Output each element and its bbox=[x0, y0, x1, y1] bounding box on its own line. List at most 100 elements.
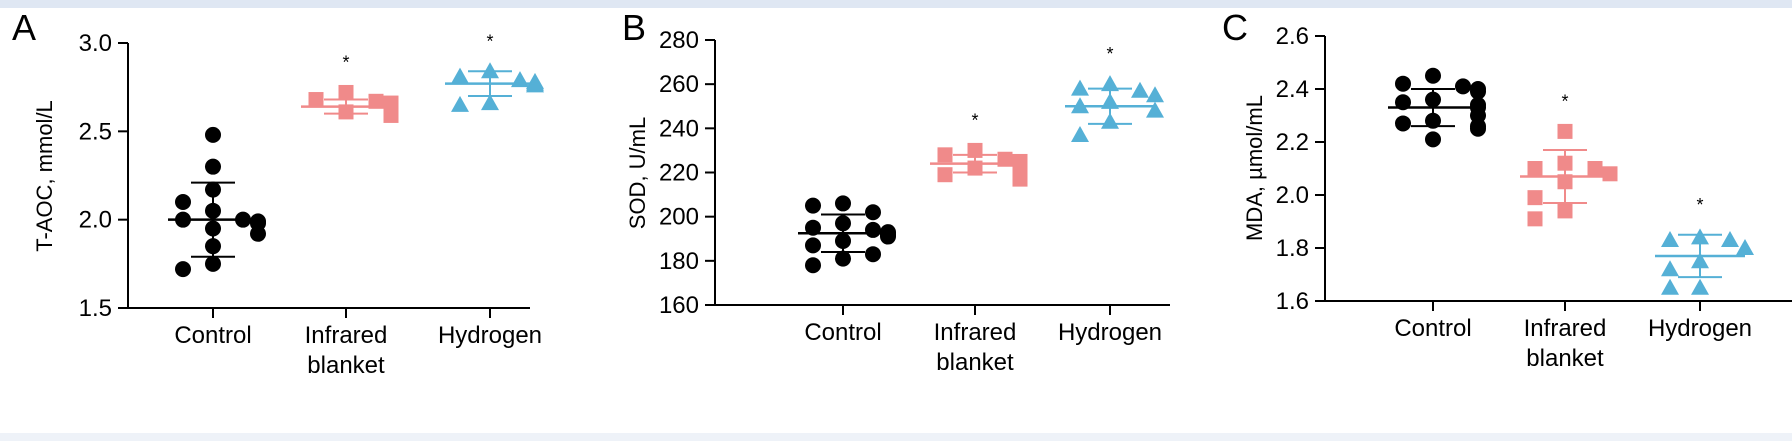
x-category-label: Control bbox=[804, 319, 881, 346]
data-point bbox=[1661, 231, 1679, 248]
data-point bbox=[1721, 231, 1739, 248]
y-tick-label: 2.0 bbox=[1276, 182, 1309, 209]
data-point bbox=[1736, 239, 1754, 255]
data-point bbox=[1527, 211, 1543, 227]
y-tick-label: 1.5 bbox=[79, 295, 112, 322]
y-tick-label: 3.0 bbox=[79, 30, 112, 57]
data-point bbox=[205, 126, 221, 143]
top-strip bbox=[0, 0, 1792, 8]
data-point bbox=[338, 84, 354, 100]
data-point bbox=[1470, 83, 1486, 100]
y-tick-label: 160 bbox=[659, 292, 699, 319]
panel-letter: B bbox=[622, 8, 646, 48]
series-control bbox=[1388, 67, 1486, 148]
significance-marker: * bbox=[1696, 195, 1703, 215]
series-infrared: * bbox=[930, 110, 1028, 187]
x-category-label: Control bbox=[174, 322, 251, 349]
data-point bbox=[1395, 115, 1411, 132]
data-point bbox=[1131, 81, 1149, 98]
y-tick-label: 2.0 bbox=[79, 207, 112, 234]
data-point bbox=[1557, 123, 1573, 139]
data-point bbox=[1587, 161, 1603, 176]
data-point bbox=[175, 261, 191, 278]
data-point bbox=[865, 221, 881, 238]
data-point bbox=[481, 94, 499, 111]
series-hydrogen: * bbox=[445, 31, 544, 112]
bottom-strip bbox=[0, 433, 1792, 441]
data-point bbox=[1146, 86, 1164, 103]
data-point bbox=[1557, 203, 1573, 219]
y-tick-label: 180 bbox=[659, 248, 699, 275]
data-point bbox=[1455, 78, 1471, 95]
x-category-label: blanket bbox=[1526, 345, 1604, 372]
y-axis-title: SOD, U/mL bbox=[625, 117, 650, 229]
data-point bbox=[1470, 120, 1486, 137]
data-point bbox=[1661, 278, 1679, 295]
x-category-label: Infrared bbox=[1524, 315, 1607, 342]
data-point bbox=[805, 257, 821, 274]
data-point bbox=[451, 67, 469, 84]
data-point bbox=[880, 228, 896, 245]
y-axis-title: MDA, µmol/mL bbox=[1242, 95, 1267, 241]
data-point bbox=[865, 204, 881, 221]
y-tick-label: 2.2 bbox=[1276, 129, 1309, 156]
data-point bbox=[205, 158, 221, 175]
significance-marker: * bbox=[1561, 91, 1568, 111]
significance-marker: * bbox=[486, 31, 493, 51]
x-category-label: Infrared bbox=[934, 319, 1017, 346]
y-tick-label: 2.6 bbox=[1276, 23, 1309, 50]
panel-letter: A bbox=[12, 8, 36, 48]
x-category-label: blanket bbox=[307, 352, 385, 379]
x-category-label: Hydrogen bbox=[1648, 315, 1752, 342]
data-point bbox=[1661, 260, 1679, 277]
panel-letter: C bbox=[1222, 8, 1248, 48]
data-point bbox=[175, 194, 191, 210]
y-tick-label: 2.5 bbox=[79, 118, 112, 145]
data-point bbox=[1101, 75, 1119, 92]
y-tick-label: 1.8 bbox=[1276, 235, 1309, 262]
series-control bbox=[168, 126, 266, 278]
y-tick-label: 280 bbox=[659, 27, 699, 54]
y-tick-label: 240 bbox=[659, 115, 699, 142]
x-category-label: Hydrogen bbox=[438, 322, 542, 349]
significance-marker: * bbox=[1106, 44, 1113, 64]
data-point bbox=[1071, 125, 1089, 142]
series-hydrogen: * bbox=[1065, 44, 1164, 142]
data-point bbox=[308, 92, 324, 108]
data-point bbox=[1527, 161, 1543, 176]
data-point bbox=[1071, 79, 1089, 96]
data-point bbox=[835, 250, 851, 267]
data-point bbox=[250, 225, 266, 242]
y-tick-label: 260 bbox=[659, 71, 699, 98]
data-point bbox=[1691, 278, 1709, 295]
data-point bbox=[1395, 75, 1411, 92]
data-point bbox=[805, 237, 821, 254]
data-point bbox=[1527, 190, 1543, 206]
data-point bbox=[205, 255, 221, 272]
data-point bbox=[368, 93, 384, 109]
figure-svg: A 1.5 2.0 2.5 3.0T-AOC, mmol/L Control Infrare… bbox=[12, 8, 1792, 379]
series-infrared: * bbox=[1520, 91, 1618, 227]
data-point bbox=[451, 95, 469, 112]
data-point bbox=[865, 246, 881, 263]
data-point bbox=[1395, 94, 1411, 111]
data-point bbox=[805, 197, 821, 214]
y-tick-label: 1.6 bbox=[1276, 288, 1309, 315]
data-point bbox=[805, 219, 821, 236]
data-point bbox=[937, 147, 953, 163]
x-category-label: Hydrogen bbox=[1058, 319, 1162, 346]
x-category-label: Control bbox=[1394, 315, 1471, 342]
y-axis-title: T-AOC, mmol/L bbox=[32, 100, 57, 252]
data-point bbox=[1602, 166, 1618, 182]
data-point bbox=[1425, 67, 1441, 84]
significance-marker: * bbox=[342, 52, 349, 72]
series-infrared: * bbox=[301, 52, 399, 123]
x-category-label: Infrared bbox=[305, 322, 388, 349]
significance-marker: * bbox=[971, 110, 978, 130]
data-point bbox=[835, 195, 851, 212]
data-point bbox=[383, 107, 399, 123]
y-tick-label: 200 bbox=[659, 204, 699, 231]
